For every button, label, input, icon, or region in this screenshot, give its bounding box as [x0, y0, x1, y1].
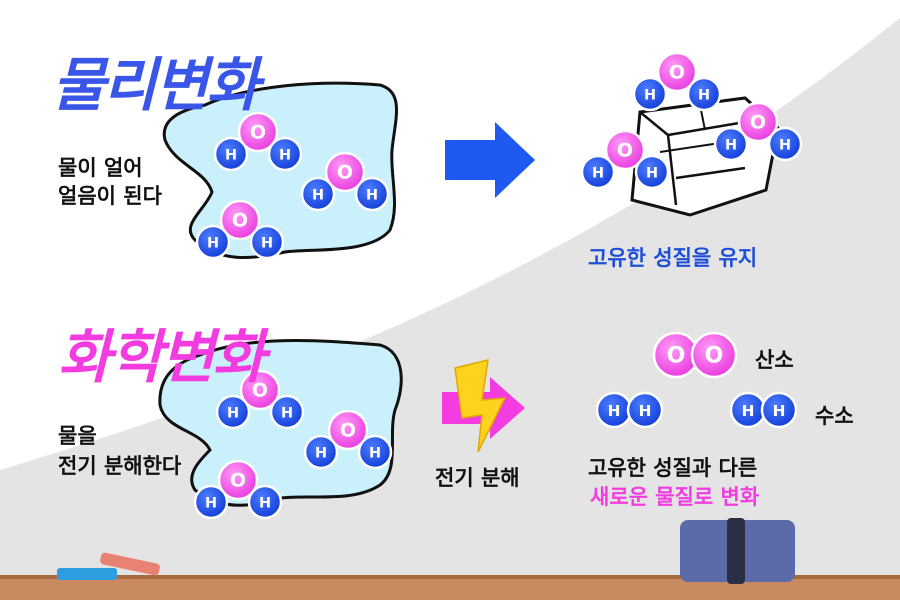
physical-title: 물리변화 — [52, 51, 259, 119]
physical-desc-line2: 얼음이 된다 — [58, 184, 162, 208]
physical-desc-line1: 물이 얼어 — [58, 156, 143, 180]
water-molecule-2-hydrogen-left: H — [300, 176, 336, 212]
ice-molecule-1-oxygen: O — [656, 51, 698, 93]
hydrogen-symbol: H — [312, 188, 324, 204]
oxygen-symbol: O — [337, 162, 353, 184]
oxygen-symbol: O — [340, 420, 356, 442]
water-molecule-6-oxygen: O — [217, 459, 259, 501]
hydrogen-symbol: H — [281, 406, 293, 422]
water-molecule-4-hydrogen-right: H — [269, 394, 305, 430]
ice-molecule-2-hydrogen-right: H — [634, 154, 670, 190]
hydrogen-symbol: H — [261, 236, 273, 252]
oxygen-symbol: O — [669, 62, 685, 84]
water-molecule-3-oxygen: O — [219, 199, 261, 241]
hydrogen-symbol: H — [205, 496, 217, 512]
ice-molecule-3-oxygen: O — [737, 101, 779, 143]
water-molecule-6-hydrogen-right: H — [247, 484, 283, 520]
hydrogen-symbol: H — [279, 148, 291, 164]
water-molecule-6-hydrogen-left: H — [193, 484, 229, 520]
hydrogen-symbol: H — [639, 402, 652, 420]
oxygen-symbol: O — [250, 122, 266, 144]
hydrogen-symbol: H — [742, 402, 755, 420]
oxygen-symbol: O — [750, 112, 766, 134]
oxygen-molecule-atom-2: O — [690, 331, 738, 379]
oxygen-symbol: O — [232, 210, 248, 232]
hydrogen-molecule-2-atom-2: H — [760, 391, 798, 429]
water-molecule-2-oxygen: O — [324, 151, 366, 193]
hydrogen-symbol: H — [644, 88, 656, 104]
hydrogen-symbol: H — [608, 402, 621, 420]
chemical-desc-line2: 전기 분해한다 — [58, 454, 182, 478]
water-molecule-5-hydrogen-right: H — [357, 434, 393, 470]
water-molecule-5-hydrogen-left: H — [303, 434, 339, 470]
chemical-result-line1: 고유한 성질과 다른 — [588, 456, 758, 480]
eraser-icon — [680, 518, 795, 584]
oxygen-symbol: O — [667, 344, 686, 369]
chemical-result-line2: 새로운 물질로 변화 — [590, 485, 760, 509]
oxygen-symbol: O — [230, 470, 246, 492]
ice-molecule-2-oxygen: O — [604, 129, 646, 171]
water-molecule-2-hydrogen-right: H — [354, 176, 390, 212]
hydrogen-symbol: H — [259, 496, 271, 512]
hydrogen-symbol: H — [779, 138, 791, 154]
board-ledge-edge — [0, 575, 900, 579]
chalk-icon — [57, 552, 160, 580]
water-molecule-3-hydrogen-left: H — [195, 224, 231, 260]
water-molecule-1-oxygen: O — [237, 111, 279, 153]
electrolysis-label: 전기 분해 — [435, 466, 520, 490]
physical-result: 고유한 성질을 유지 — [588, 246, 758, 270]
water-molecule-1-hydrogen-left: H — [213, 136, 249, 172]
ice-molecule-3-hydrogen-left: H — [713, 126, 749, 162]
water-molecule-3-hydrogen-right: H — [249, 224, 285, 260]
ice-molecule-1-hydrogen-left: H — [632, 76, 668, 112]
water-molecule-5-oxygen: O — [327, 409, 369, 451]
hydrogen-molecule-1-atom-2: H — [626, 391, 664, 429]
ice-molecule-1-hydrogen-right: H — [686, 76, 722, 112]
oxygen-label: 산소 — [755, 348, 794, 372]
oxygen-symbol: O — [617, 140, 633, 162]
chemical-desc-line1: 물을 — [58, 424, 97, 448]
hydrogen-molecule-1-atom-1: H — [595, 391, 633, 429]
hydrogen-symbol: H — [698, 88, 710, 104]
lightning-arrow-icon — [442, 359, 525, 453]
chemical-title: 화학변화 — [58, 323, 265, 391]
hydrogen-symbol: H — [227, 406, 239, 422]
water-molecule-4-oxygen: O — [239, 369, 281, 411]
water-molecule-4-hydrogen-left: H — [215, 394, 251, 430]
hydrogen-symbol: H — [207, 236, 219, 252]
oxygen-symbol: O — [252, 380, 268, 402]
hydrogen-symbol: H — [225, 148, 237, 164]
water-molecule-1-hydrogen-right: H — [267, 136, 303, 172]
ice-molecule-2-hydrogen-left: H — [580, 154, 616, 190]
hydrogen-molecule-2-atom-1: H — [729, 391, 767, 429]
hydrogen-symbol: H — [646, 166, 658, 182]
hydrogen-symbol: H — [773, 402, 786, 420]
right-arrow-icon — [445, 122, 535, 198]
hydrogen-symbol: H — [725, 138, 737, 154]
hydrogen-symbol: H — [592, 166, 604, 182]
hydrogen-symbol: H — [315, 446, 327, 462]
hydrogen-symbol: H — [369, 446, 381, 462]
oxygen-symbol: O — [705, 344, 724, 369]
hydrogen-label: 수소 — [815, 404, 854, 428]
hydrogen-symbol: H — [366, 188, 378, 204]
ice-molecule-3-hydrogen-right: H — [767, 126, 803, 162]
